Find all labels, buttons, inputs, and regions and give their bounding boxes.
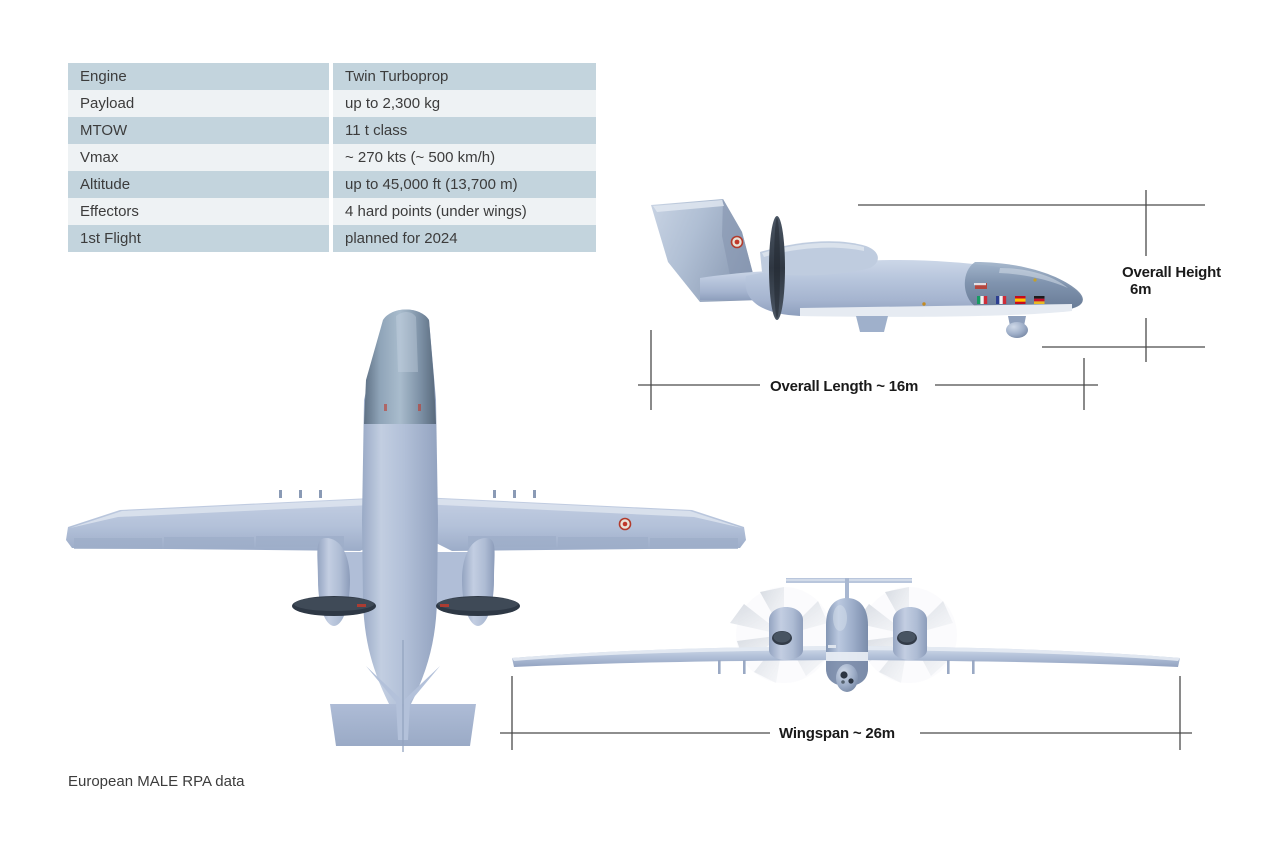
- side-body-stripe: [800, 304, 1072, 317]
- side-belly-pod: [856, 316, 888, 332]
- side-nose-highlight: [999, 268, 1068, 288]
- front-fuselage-stripe: [826, 652, 868, 661]
- overall-length-label: Overall Length ~ 16m: [770, 378, 919, 395]
- front-turret-lens-3: [841, 680, 845, 684]
- spec-key: Altitude: [68, 171, 333, 198]
- front-view-aircraft: [512, 578, 1180, 692]
- spec-key: Payload: [68, 90, 333, 117]
- spec-value: planned for 2024: [333, 225, 596, 252]
- spec-key: Effectors: [68, 198, 333, 225]
- side-eo-ir-turret: [1006, 322, 1028, 338]
- top-wing-antennas: [279, 490, 536, 498]
- front-fuselage-highlight: [833, 605, 847, 631]
- side-v-tail-highlight: [653, 200, 724, 212]
- side-propeller-core: [774, 218, 780, 318]
- spec-key: 1st Flight: [68, 225, 333, 252]
- side-marking-dot: [922, 302, 926, 306]
- flag-italy-icon: [977, 296, 988, 304]
- spec-key: Vmax: [68, 144, 333, 171]
- front-turret-lens-1: [840, 671, 848, 679]
- side-marking-red: [975, 283, 987, 289]
- spec-value: ~ 270 kts (~ 500 km/h): [333, 144, 596, 171]
- side-marking-white: [974, 283, 986, 286]
- top-right-nacelle: [436, 538, 520, 626]
- front-turret-lens-2: [848, 678, 854, 684]
- top-marking-right: [440, 604, 449, 607]
- top-marking-nose-left: [384, 404, 387, 411]
- top-v-tail-right-fin: [402, 666, 440, 740]
- top-v-tail-left-fin: [366, 666, 404, 740]
- spec-value: Twin Turboprop: [333, 63, 596, 90]
- front-hardpoint-pylons: [718, 660, 975, 674]
- spec-key: Engine: [68, 63, 333, 90]
- dimension-height: [858, 190, 1205, 362]
- spec-value: 4 hard points (under wings): [333, 198, 596, 225]
- top-marking-left: [357, 604, 366, 607]
- front-left-wing-highlight: [512, 646, 846, 661]
- side-view-aircraft: [651, 199, 1083, 338]
- flag-france-icon: [996, 296, 1007, 304]
- wingspan-label: Wingspan ~ 26m: [779, 725, 895, 742]
- flag-germany-icon: [1034, 296, 1045, 304]
- front-fuselage-marking: [828, 645, 836, 648]
- spec-key: MTOW: [68, 117, 333, 144]
- top-left-wing-leading-edge: [70, 498, 392, 528]
- spec-value: 11 t class: [333, 117, 596, 144]
- front-eo-ir-turret: [836, 664, 858, 692]
- dimension-length: [638, 330, 1098, 410]
- roundel-center-icon: [734, 239, 740, 245]
- spec-value: up to 2,300 kg: [333, 90, 596, 117]
- front-left-nacelle: [769, 607, 803, 660]
- top-right-control-surfaces: [468, 536, 738, 549]
- flag-spain-icon: [1015, 296, 1026, 304]
- spec-value: up to 45,000 ft (13,700 m): [333, 171, 596, 198]
- overall-height-label: Overall Height 6m: [1122, 264, 1221, 298]
- top-marking-nose-right: [418, 404, 421, 411]
- top-left-control-surfaces: [74, 536, 344, 549]
- top-left-nacelle: [292, 538, 376, 626]
- front-right-wing: [846, 646, 1180, 667]
- overall-height-line2: 6m: [1130, 281, 1152, 298]
- side-marking-dot-2: [1033, 278, 1037, 282]
- side-nose-radome: [964, 262, 1083, 314]
- top-nose-highlight: [396, 311, 418, 372]
- top-view-aircraft: [66, 309, 746, 752]
- side-fairing-highlight: [762, 242, 864, 257]
- top-wing-roundel-center-icon: [622, 521, 628, 527]
- overall-height-line1: Overall Height: [1122, 264, 1221, 281]
- table-row: Vmax~ 270 kts (~ 500 km/h): [68, 144, 596, 171]
- top-right-wing-leading-edge: [420, 498, 742, 528]
- front-right-nacelle: [893, 607, 927, 660]
- figure-caption: European MALE RPA data: [68, 773, 245, 790]
- top-nose-radome: [364, 309, 436, 424]
- dimension-wingspan: [500, 676, 1192, 750]
- front-left-wing: [512, 646, 846, 667]
- front-right-wing-highlight: [846, 646, 1180, 661]
